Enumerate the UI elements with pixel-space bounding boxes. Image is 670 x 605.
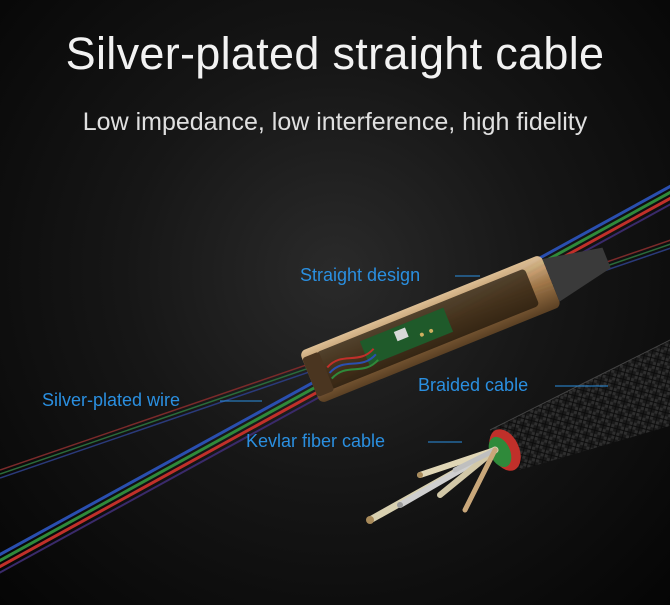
callout-leaders bbox=[220, 275, 608, 443]
label-straight-design: Straight design bbox=[300, 265, 421, 285]
label-silver-plated-wire: Silver-plated wire bbox=[42, 390, 181, 410]
straight-connector-housing bbox=[301, 247, 611, 402]
headline-title: Silver-plated straight cable bbox=[65, 28, 605, 79]
label-kevlar-fiber-cable: Kevlar fiber cable bbox=[246, 431, 386, 451]
kevlar-fiber-strands bbox=[366, 446, 499, 524]
label-braided-cable: Braided cable bbox=[418, 375, 529, 395]
braided-cable bbox=[488, 339, 670, 471]
headline-subtitle: Low impedance, low interference, high fi… bbox=[82, 108, 588, 136]
